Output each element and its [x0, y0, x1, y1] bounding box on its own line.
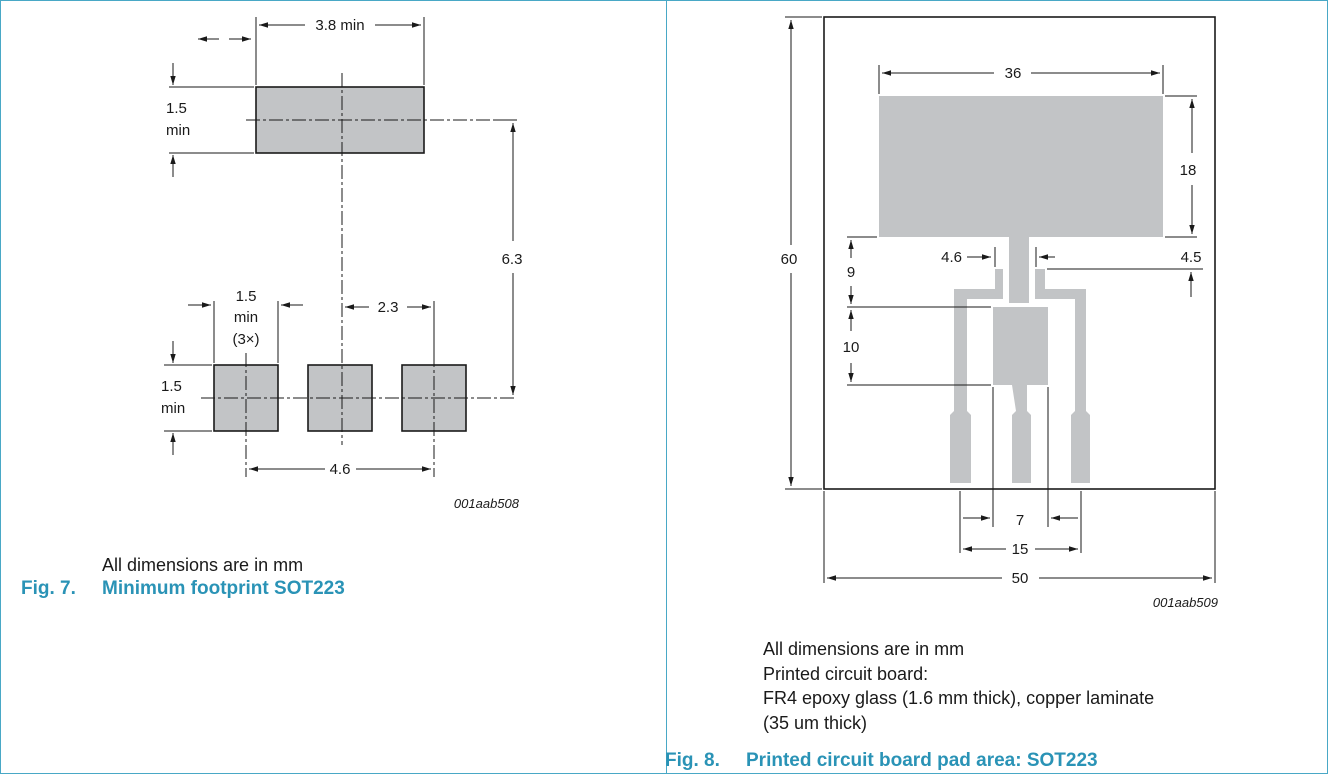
fig8-center-lead [1012, 385, 1031, 483]
fig7-drawing-code: 001aab508 [454, 496, 520, 511]
fig7-dim-pin-width-b: min [234, 309, 258, 326]
fig8-note-line-1: All dimensions are in mm [763, 639, 965, 659]
fig7-pin-pad-1 [213, 364, 279, 432]
fig7-caption: Fig. 7. Minimum footprint SOT223 [21, 578, 345, 600]
fig8-large-pad [879, 96, 1163, 237]
fig7-caption-number: Fig. 7. [21, 578, 76, 599]
figure-8-panel: 36 18 60 4.6 4.5 [665, 0, 1328, 774]
fig7-drawing: 3.8 min 1.5 min 6.3 1.5 min (3×) [161, 17, 523, 511]
fig7-dim-pin-height-b: min [161, 400, 185, 417]
fig8-note: All dimensions are in mm Printed circuit… [763, 637, 1154, 735]
fig7-dim-vertical-span: 6.3 [502, 251, 523, 268]
fig8-dim-center-7: 7 [1016, 512, 1024, 529]
fig7-dim-pin-width-a: 1.5 [236, 288, 257, 305]
fig8-note-line-4: (35 um thick) [763, 712, 868, 733]
fig8-dim-outer-15: 15 [1012, 541, 1029, 558]
fig8-dim-gap-9: 9 [847, 264, 855, 281]
fig7-dim-pin-height-a: 1.5 [161, 378, 182, 395]
fig7-dim-tab-height-b: min [166, 122, 190, 139]
fig8-drawing-code: 001aab509 [1153, 595, 1218, 610]
fig7-dim-outer-span: 4.6 [330, 461, 351, 478]
fig8-note-line-3: FR4 epoxy glass (1.6 mm thick), copper l… [763, 688, 1155, 708]
fig8-dim-board-width: 50 [1012, 570, 1029, 587]
fig8-left-trace [950, 269, 1003, 483]
fig8-dim-neck-gap-left: 4.6 [941, 249, 962, 266]
fig8-right-trace [1035, 269, 1090, 483]
fig8-dim-pad-height: 18 [1180, 162, 1197, 179]
fig8-caption-title: Printed circuit board pad area: SOT223 [746, 750, 1098, 771]
fig7-dim-tab-height-a: 1.5 [166, 100, 187, 117]
fig8-dim-pad-width: 36 [1005, 65, 1022, 82]
fig7-dim-top-width: 3.8 min [315, 17, 364, 34]
figure-7-panel: 3.8 min 1.5 min 6.3 1.5 min (3×) [0, 0, 667, 774]
fig8-center-pad [993, 307, 1048, 385]
fig7-note: All dimensions are in mm [102, 555, 304, 575]
fig8-note-line-2: Printed circuit board: [763, 663, 929, 684]
fig8-dim-body-10: 10 [843, 339, 860, 356]
fig8-caption: Fig. 8. Printed circuit board pad area: S… [665, 750, 1098, 772]
fig8-dim-board-height: 60 [781, 251, 798, 268]
fig8-dim-neck-gap-right: 4.5 [1181, 249, 1202, 266]
fig8-pad-neck [1009, 237, 1029, 303]
fig7-caption-title: Minimum footprint SOT223 [102, 578, 345, 599]
fig7-dim-pin-pitch: 2.3 [378, 299, 399, 316]
fig7-dim-pin-width-c: (3×) [232, 331, 259, 348]
fig8-caption-number: Fig. 8. [665, 750, 720, 771]
fig8-drawing: 36 18 60 4.6 4.5 [781, 16, 1218, 610]
